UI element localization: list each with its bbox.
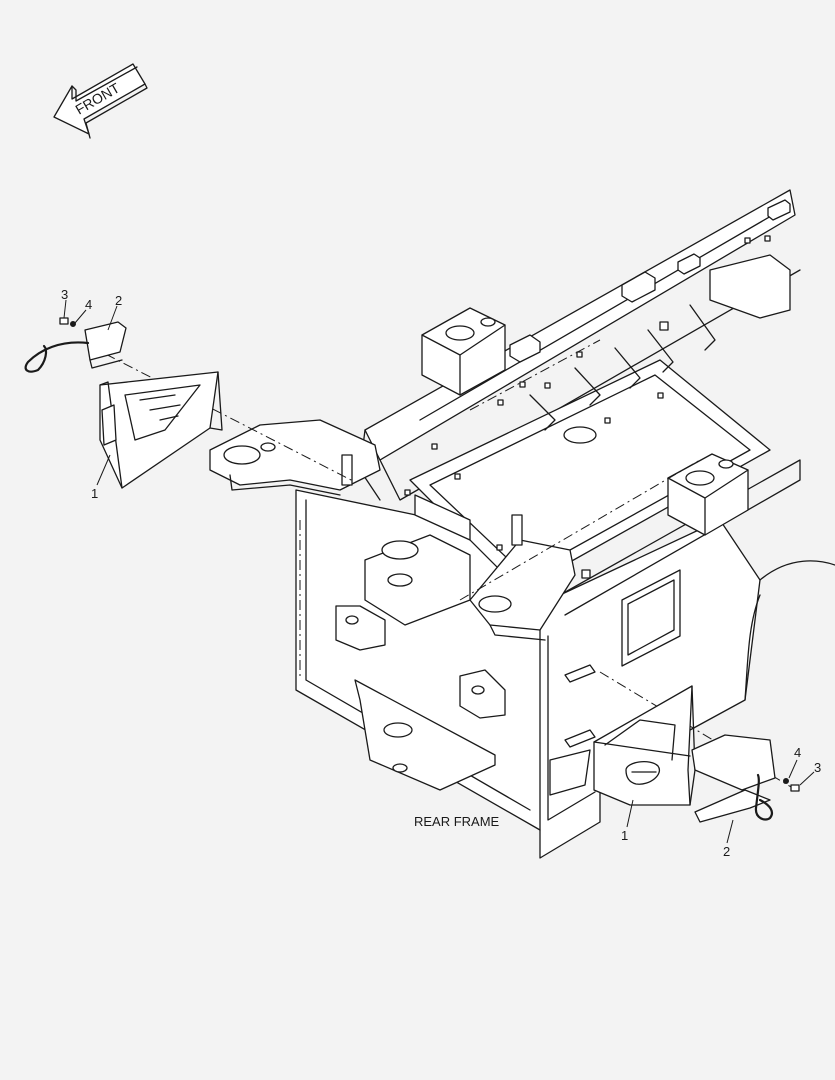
callout-leaders: [63, 299, 815, 844]
callout-left-washer: 4: [85, 297, 92, 312]
front-arrow: FRONT: [53, 63, 148, 139]
left-wheel-chock-assembly: [24, 317, 356, 489]
callout-left-wheel-chock: 1: [91, 486, 98, 501]
left-chain: [24, 341, 90, 373]
left-washer: [70, 321, 76, 327]
rear-frame: [209, 189, 835, 859]
right-wheel-chock: [593, 685, 696, 806]
right-bolt: [790, 784, 800, 792]
left-wheel-chock: [99, 371, 223, 489]
callout-right-wheel-chock: 1: [621, 828, 628, 843]
right-bracket: [691, 734, 776, 823]
left-bracket: [84, 321, 127, 369]
left-bolt: [59, 317, 69, 325]
callout-right-bracket: 2: [723, 844, 730, 859]
callout-right-bolt: 3: [814, 760, 821, 775]
callout-left-bracket: 2: [115, 293, 122, 308]
callout-left-bolt: 3: [61, 287, 68, 302]
rear-frame-label: REAR FRAME: [414, 814, 500, 829]
callout-right-washer: 4: [794, 745, 801, 760]
right-chain: [754, 773, 774, 821]
right-wheel-chock-assembly: [593, 671, 800, 823]
right-washer: [783, 778, 789, 784]
